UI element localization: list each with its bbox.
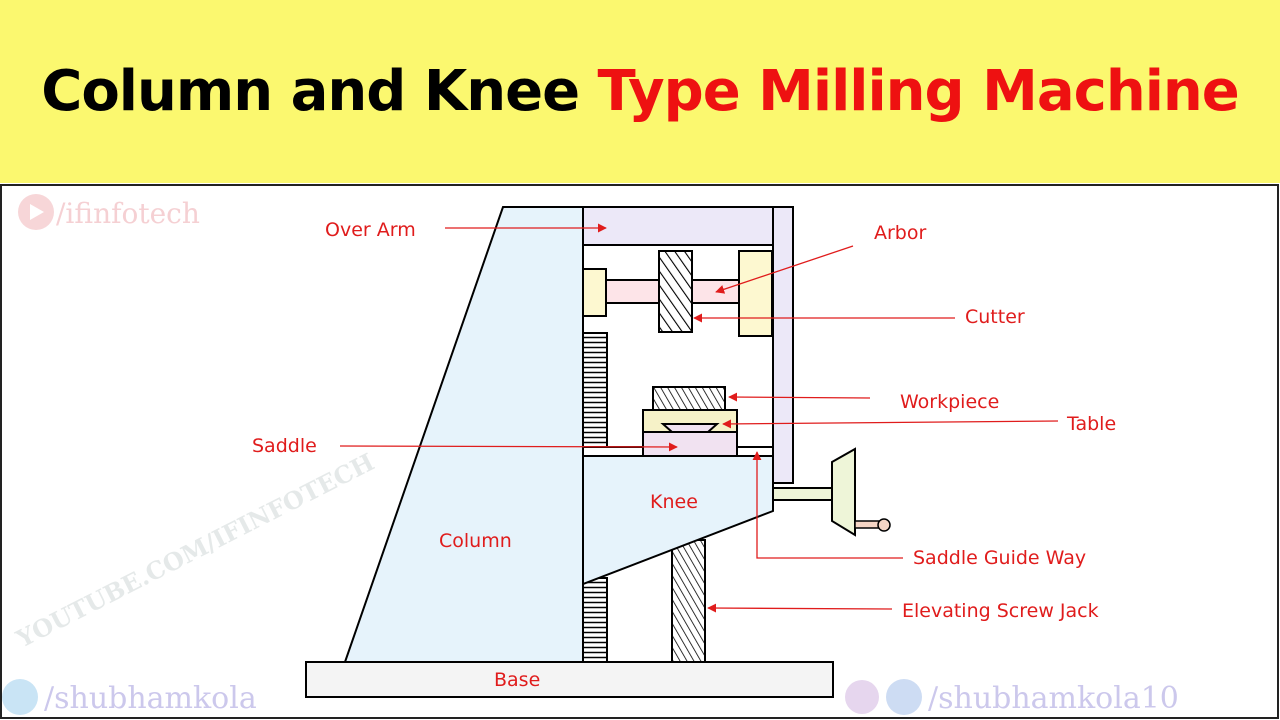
handwheel — [831, 447, 856, 537]
instagram-icon — [845, 680, 879, 714]
handwheel-handle — [854, 520, 880, 529]
title-banner: Column and Knee Type Milling Machine — [0, 0, 1280, 183]
label-column: Column — [439, 530, 512, 552]
dovetail — [660, 423, 720, 433]
label-base: Base — [494, 669, 540, 691]
handwheel-shaft — [772, 487, 833, 501]
label-cutter: Cutter — [965, 306, 1025, 328]
label-saddle: Saddle — [252, 435, 317, 457]
instagram-facebook-watermark-text: /shubhamkola10 — [928, 681, 1179, 716]
label-knee: Knee — [650, 491, 698, 513]
youtube-watermark-text: /ifinfotech — [56, 197, 200, 230]
arbor-right-support — [738, 250, 773, 337]
youtube-watermark: /ifinfotech — [18, 194, 200, 230]
base — [305, 661, 834, 698]
arbor-left-support — [582, 268, 607, 317]
column-rack-upper — [582, 332, 608, 448]
twitter-watermark-text: /shubhamkola — [44, 681, 257, 716]
label-table: Table — [1066, 413, 1116, 435]
label-workpiece: Workpiece — [900, 391, 999, 413]
label-over-arm: Over Arm — [325, 219, 416, 241]
title-part-red: Type Milling Machine — [597, 59, 1240, 124]
handle-knob — [877, 518, 891, 532]
workpiece — [652, 386, 726, 411]
leader-lines — [339, 223, 1059, 613]
page-title: Column and Knee Type Milling Machine — [41, 59, 1240, 124]
column-rack-lower — [582, 577, 608, 663]
over-arm — [582, 206, 774, 246]
arbor-support-arm — [772, 206, 794, 484]
twitter-icon — [2, 679, 38, 715]
cutter — [658, 250, 693, 333]
title-part-black: Column and Knee — [41, 59, 580, 124]
elevating-screw-jack — [671, 539, 706, 663]
label-saddle-guide-way: Saddle Guide Way — [913, 547, 1086, 569]
label-elevating-screw-jack: Elevating Screw Jack — [902, 600, 1099, 622]
facebook-icon — [886, 679, 922, 715]
diagram-frame — [0, 184, 1279, 719]
social-watermark: /shubhamkola /shubhamkola10 — [2, 679, 1179, 716]
label-arbor: Arbor — [874, 222, 926, 244]
